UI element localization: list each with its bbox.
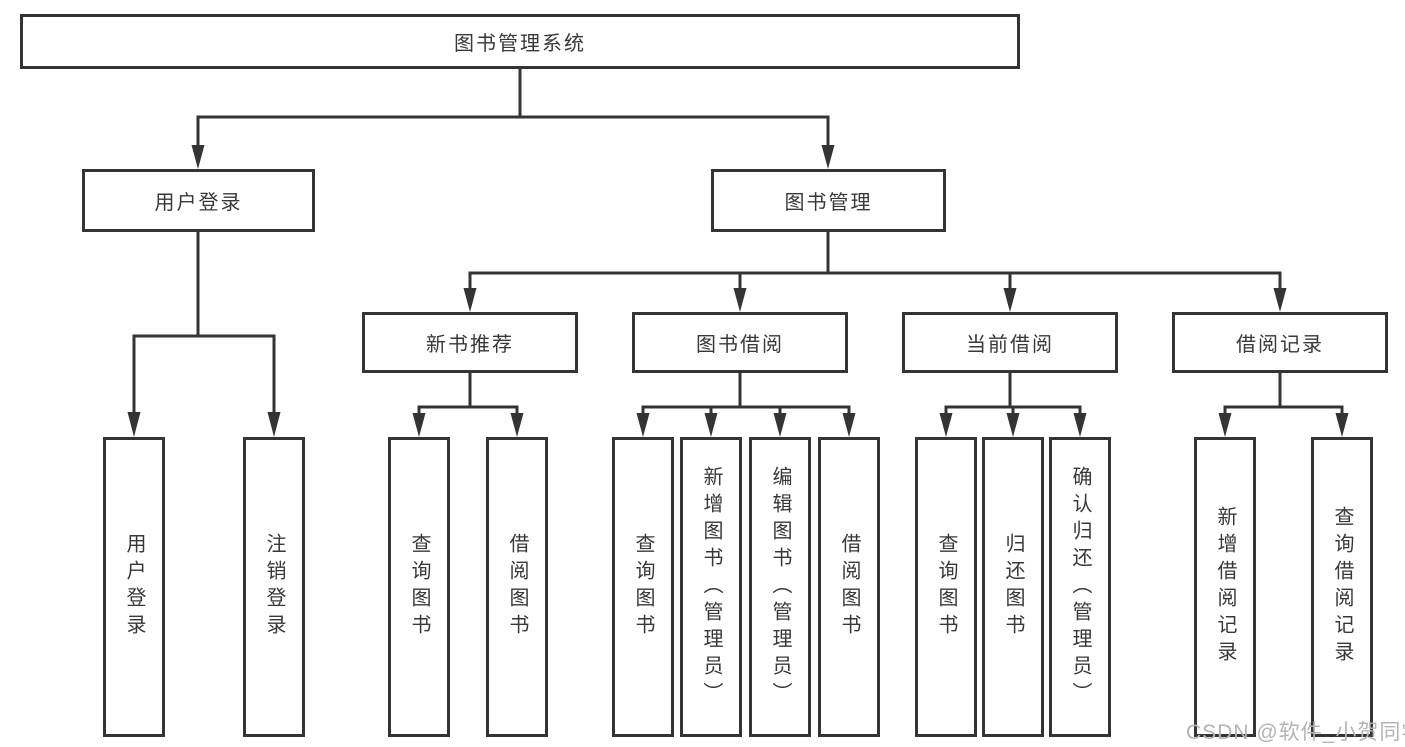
leaf-user-login-label: 用户登录 bbox=[123, 533, 145, 641]
node-book-management: 图书管理 bbox=[711, 169, 946, 232]
leaf-br-query-record-label: 查询借阅记录 bbox=[1331, 506, 1353, 668]
arrowheads bbox=[127, 145, 1349, 437]
leaf-bb-add-books-admin: 新增图书（管理员） bbox=[680, 437, 742, 737]
node-book-management-label: 图书管理 bbox=[784, 192, 873, 214]
leaf-bb-add-books-admin-label: 新增图书（管理员） bbox=[700, 465, 722, 709]
leaf-rec-borrow-books-label: 借阅图书 bbox=[506, 533, 528, 641]
node-user-login: 用户登录 bbox=[82, 169, 315, 232]
leaf-rec-query-books: 查询图书 bbox=[388, 437, 450, 737]
leaf-bb-borrow-books-label: 借阅图书 bbox=[838, 533, 860, 641]
leaf-rec-query-books-label: 查询图书 bbox=[408, 533, 430, 641]
leaf-bb-query-books-label: 查询图书 bbox=[632, 533, 654, 641]
node-new-book-recommend: 新书推荐 bbox=[362, 312, 578, 373]
node-book-borrowing: 图书借阅 bbox=[632, 312, 848, 373]
leaf-bb-query-books: 查询图书 bbox=[612, 437, 674, 737]
csdn-watermark: CSDN @软件_小贺同学 bbox=[1186, 721, 1405, 744]
node-borrowing-records: 借阅记录 bbox=[1172, 312, 1388, 373]
leaf-cb-query-books: 查询图书 bbox=[915, 437, 977, 737]
leaf-cb-return-books-label: 归还图书 bbox=[1002, 533, 1024, 641]
node-root-label: 图书管理系统 bbox=[454, 33, 586, 55]
leaf-user-login: 用户登录 bbox=[103, 437, 165, 737]
leaf-rec-borrow-books: 借阅图书 bbox=[486, 437, 548, 737]
node-root-system: 图书管理系统 bbox=[20, 14, 1020, 69]
leaf-cb-query-books-label: 查询图书 bbox=[935, 533, 957, 641]
leaf-cb-confirm-return-admin-label: 确认归还（管理员） bbox=[1069, 465, 1091, 709]
node-borrowing-records-label: 借阅记录 bbox=[1236, 334, 1324, 356]
leaf-logout: 注销登录 bbox=[243, 437, 305, 737]
node-user-login-label: 用户登录 bbox=[154, 192, 243, 214]
leaf-logout-label: 注销登录 bbox=[263, 533, 285, 641]
leaf-bb-edit-books-admin: 编辑图书（管理员） bbox=[749, 437, 811, 737]
leaf-br-query-record: 查询借阅记录 bbox=[1311, 437, 1373, 737]
node-current-borrowing: 当前借阅 bbox=[902, 312, 1118, 373]
node-current-borrowing-label: 当前借阅 bbox=[966, 334, 1054, 356]
leaf-bb-borrow-books: 借阅图书 bbox=[818, 437, 880, 737]
leaf-br-add-record: 新增借阅记录 bbox=[1194, 437, 1256, 737]
leaf-bb-edit-books-admin-label: 编辑图书（管理员） bbox=[769, 465, 791, 709]
leaf-cb-confirm-return-admin: 确认归还（管理员） bbox=[1049, 437, 1111, 737]
leaf-cb-return-books: 归还图书 bbox=[982, 437, 1044, 737]
node-book-borrowing-label: 图书借阅 bbox=[696, 334, 784, 356]
leaf-br-add-record-label: 新增借阅记录 bbox=[1214, 506, 1236, 668]
node-new-book-recommend-label: 新书推荐 bbox=[426, 334, 514, 356]
